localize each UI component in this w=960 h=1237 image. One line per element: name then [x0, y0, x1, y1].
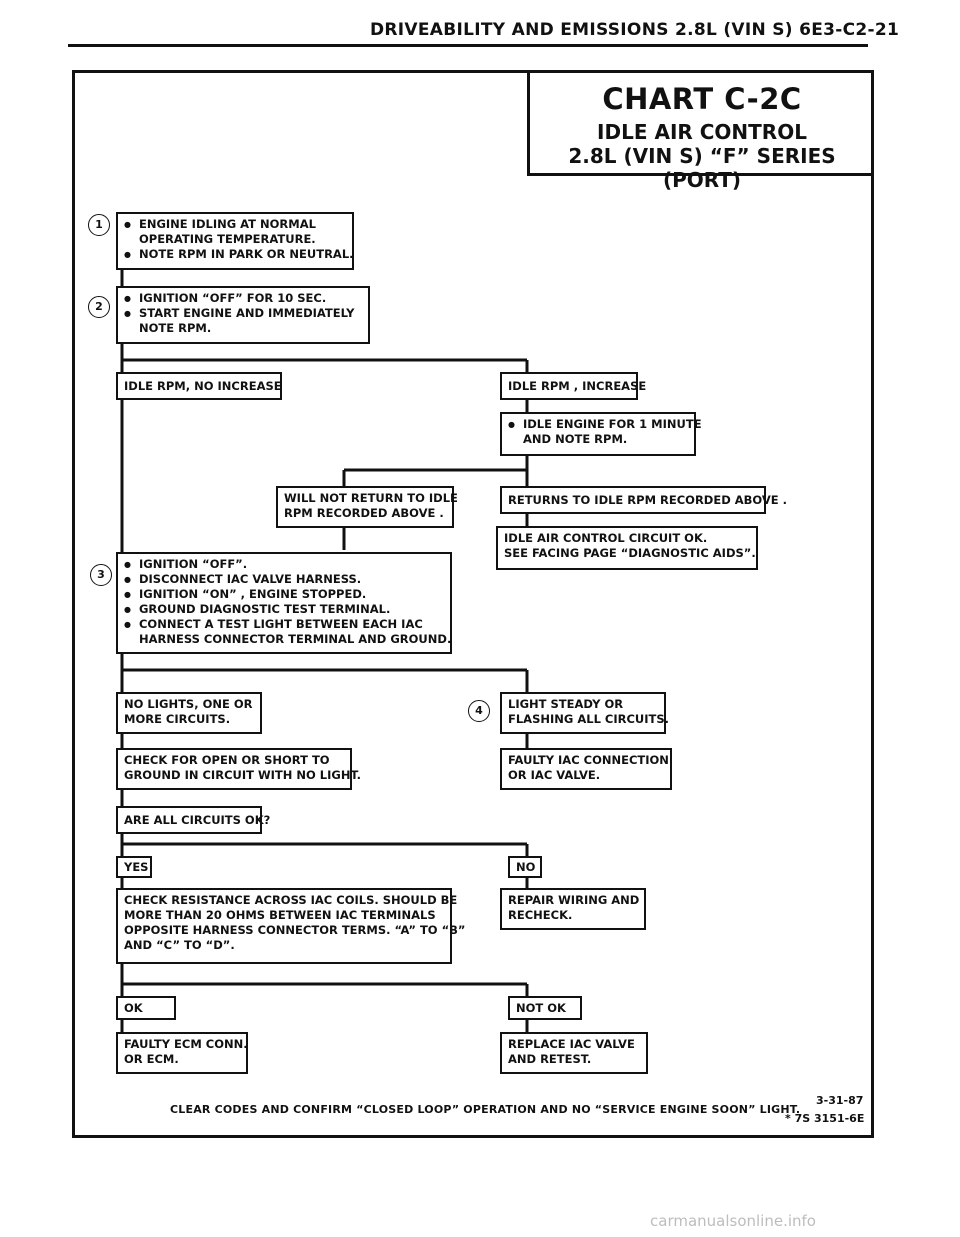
check-open-line-2: GROUND IN CIRCUIT WITH NO LIGHT. [124, 768, 361, 782]
replace-iac-line-2: AND RETEST. [508, 1052, 592, 1066]
chart-title-box: CHART C-2C IDLE AIR CONTROL 2.8L (VIN S)… [527, 70, 874, 192]
ok-label: OK [124, 1001, 143, 1015]
step-4-marker: 4 [468, 700, 490, 722]
step-3-line-6: HARNESS CONNECTOR TERMINAL AND GROUND. [139, 632, 452, 646]
will-not-return-box: WILL NOT RETURN TO IDLE RPM RECORDED ABO… [276, 486, 458, 528]
step-2-line-2: START ENGINE AND IMMEDIATELY [124, 306, 362, 321]
increase-label: IDLE RPM , INCREASE [508, 379, 647, 393]
faulty-iac-line-2: OR IAC VALVE. [508, 768, 601, 782]
idle-one-minute-line-2: AND NOTE RPM. [523, 432, 628, 446]
faulty-iac-line-1: FAULTY IAC CONNECTION [508, 753, 669, 767]
step-3-line-5: CONNECT A TEST LIGHT BETWEEN EACH IAC [124, 617, 444, 632]
step-3-box: IGNITION “OFF”. DISCONNECT IAC VALVE HAR… [116, 552, 452, 654]
ok-box: OK [116, 996, 176, 1020]
step-3-marker: 3 [90, 564, 112, 586]
iac-circuit-ok-line-1: IDLE AIR CONTROL CIRCUIT OK. [504, 531, 708, 545]
footer-code: * 7S 3151-6E [785, 1112, 865, 1125]
repair-wiring-line-2: RECHECK. [508, 908, 573, 922]
will-not-return-line-1: WILL NOT RETURN TO IDLE [284, 491, 458, 505]
step-1-box: ENGINE IDLING AT NORMAL OPERATING TEMPER… [116, 212, 354, 270]
no-lights-box: NO LIGHTS, ONE OR MORE CIRCUITS. [116, 692, 262, 734]
no-label: NO [516, 860, 536, 874]
iac-circuit-ok-box: IDLE AIR CONTROL CIRCUIT OK. SEE FACING … [496, 526, 758, 570]
no-box: NO [508, 856, 542, 878]
no-lights-line-1: NO LIGHTS, ONE OR [124, 697, 253, 711]
step-1-marker: 1 [88, 214, 110, 236]
check-open-box: CHECK FOR OPEN OR SHORT TO GROUND IN CIR… [116, 748, 361, 790]
will-not-return-line-2: RPM RECORDED ABOVE . [284, 506, 444, 520]
step-3-line-1: IGNITION “OFF”. [124, 557, 444, 572]
returns-label: RETURNS TO IDLE RPM RECORDED ABOVE . [508, 493, 788, 507]
replace-iac-box: REPLACE IAC VALVE AND RETEST. [500, 1032, 648, 1074]
returns-box: RETURNS TO IDLE RPM RECORDED ABOVE . [500, 486, 788, 514]
page-header: DRIVEABILITY AND EMISSIONS 2.8L (VIN S) … [370, 20, 900, 40]
footer-date: 3-31-87 [816, 1094, 864, 1107]
footer-note: CLEAR CODES AND CONFIRM “CLOSED LOOP” OP… [170, 1103, 801, 1116]
check-resistance-box: CHECK RESISTANCE ACROSS IAC COILS. SHOUL… [116, 888, 466, 964]
chart-subtitle: IDLE AIR CONTROL [597, 120, 807, 144]
no-increase-label: IDLE RPM, NO INCREASE [124, 379, 282, 393]
iac-circuit-ok-line-2: SEE FACING PAGE “DIAGNOSTIC AIDS”. [504, 546, 756, 560]
check-resistance-line-1: CHECK RESISTANCE ACROSS IAC COILS. SHOUL… [124, 893, 458, 907]
all-circuits-ok-box: ARE ALL CIRCUITS OK? [116, 806, 271, 834]
repair-wiring-box: REPAIR WIRING AND RECHECK. [500, 888, 646, 930]
repair-wiring-line-1: REPAIR WIRING AND [508, 893, 640, 907]
step-2-box: IGNITION “OFF” FOR 10 SEC. START ENGINE … [116, 286, 370, 344]
increase-box: IDLE RPM , INCREASE [500, 372, 647, 400]
step-2-line-3: NOTE RPM. [139, 321, 212, 335]
yes-box: YES [116, 856, 152, 878]
chart-frame [72, 70, 874, 1138]
chart-title: CHART C-2C [602, 82, 802, 116]
no-lights-line-2: MORE CIRCUITS. [124, 712, 231, 726]
step-2-line-1: IGNITION “OFF” FOR 10 SEC. [124, 291, 362, 306]
faulty-ecm-line-1: FAULTY ECM CONN. [124, 1037, 248, 1051]
header-rule [68, 44, 868, 47]
not-ok-box: NOT OK [508, 996, 582, 1020]
check-resistance-line-2: MORE THAN 20 OHMS BETWEEN IAC TERMINALS [124, 908, 436, 922]
step-1-line-2: OPERATING TEMPERATURE. [139, 232, 316, 246]
no-increase-box: IDLE RPM, NO INCREASE [116, 372, 282, 400]
step-3-line-3: IGNITION “ON” , ENGINE STOPPED. [124, 587, 444, 602]
light-steady-box: LIGHT STEADY OR FLASHING ALL CIRCUITS. [500, 692, 670, 734]
faulty-ecm-box: FAULTY ECM CONN. OR ECM. [116, 1032, 248, 1074]
check-resistance-line-3: OPPOSITE HARNESS CONNECTOR TERMS. “A” TO… [124, 923, 466, 937]
step-2-marker: 2 [88, 296, 110, 318]
step-1-line-3: NOTE RPM IN PARK OR NEUTRAL. [124, 247, 354, 262]
all-circuits-ok-label: ARE ALL CIRCUITS OK? [124, 813, 271, 827]
chart-series: 2.8L (VIN S) “F” SERIES (PORT) [568, 144, 836, 192]
faulty-ecm-line-2: OR ECM. [124, 1052, 179, 1066]
step-3-line-2: DISCONNECT IAC VALVE HARNESS. [124, 572, 444, 587]
check-resistance-line-4: AND “C” TO “D”. [124, 938, 235, 952]
light-steady-line-2: FLASHING ALL CIRCUITS. [508, 712, 670, 726]
step-3-line-4: GROUND DIAGNOSTIC TEST TERMINAL. [124, 602, 444, 617]
not-ok-label: NOT OK [516, 1001, 566, 1015]
check-open-line-1: CHECK FOR OPEN OR SHORT TO [124, 753, 330, 767]
yes-label: YES [124, 860, 149, 874]
light-steady-line-1: LIGHT STEADY OR [508, 697, 624, 711]
idle-one-minute-line-1: IDLE ENGINE FOR 1 MINUTE [508, 417, 702, 432]
watermark: carmanualsonline.info [650, 1212, 816, 1230]
idle-one-minute-box: IDLE ENGINE FOR 1 MINUTE AND NOTE RPM. [500, 412, 702, 456]
step-1-line-1: ENGINE IDLING AT NORMAL [124, 217, 346, 232]
faulty-iac-box: FAULTY IAC CONNECTION OR IAC VALVE. [500, 748, 672, 790]
replace-iac-line-1: REPLACE IAC VALVE [508, 1037, 635, 1051]
